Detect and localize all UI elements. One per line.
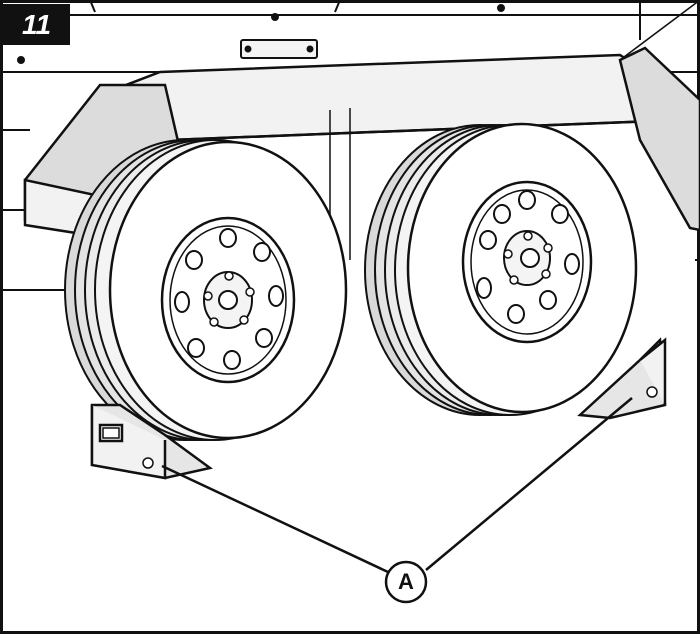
left-lug-nuts (203, 271, 255, 327)
right-lug-nuts (503, 231, 553, 285)
right-wheel (364, 122, 638, 416)
callout-a-leaders (161, 397, 633, 574)
right-rim-holes (476, 190, 580, 324)
left-wheel (64, 139, 348, 441)
left-wheel-chock (90, 403, 213, 480)
right-wheel-guard (618, 46, 700, 232)
step-number-badge: 11 (3, 4, 70, 45)
left-rim-holes (174, 228, 284, 370)
right-wheel-chock (577, 337, 667, 420)
callout-a-label: A (398, 569, 414, 594)
callout-a-circle (384, 560, 428, 604)
